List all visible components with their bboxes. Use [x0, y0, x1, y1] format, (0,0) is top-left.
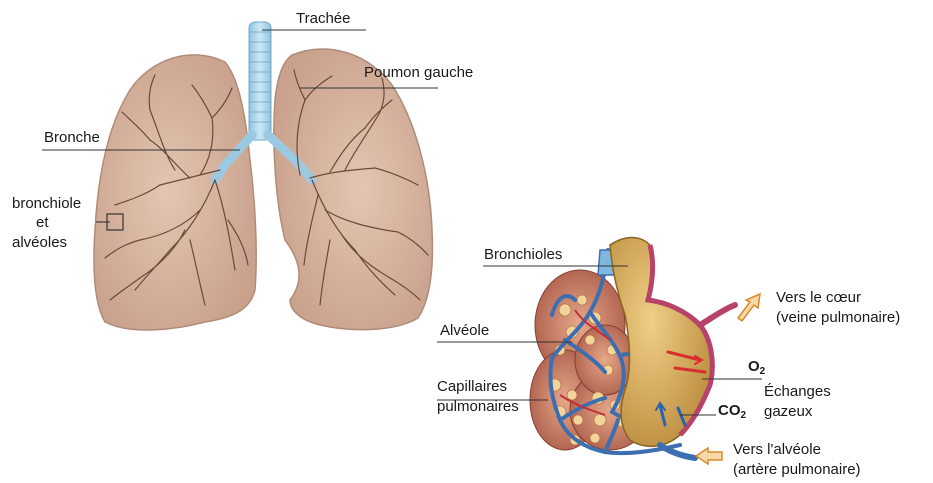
label-bronchiole-line3: alvéoles — [12, 234, 67, 252]
label-co2-sub: 2 — [741, 410, 747, 421]
label-o2-sub: 2 — [760, 366, 766, 377]
label-alveole: Alvéole — [440, 322, 489, 340]
alveolus-diagram — [530, 238, 760, 465]
label-poumon-gauche: Poumon gauche — [364, 64, 473, 82]
right-lung — [94, 55, 256, 330]
label-bronche: Bronche — [44, 129, 100, 147]
label-bronchiole-line2: et — [36, 214, 49, 232]
arrow-to-heart-icon — [738, 294, 760, 321]
label-trachee: Trachée — [296, 10, 350, 28]
label-echanges-line2: gazeux — [764, 403, 812, 421]
label-bronchiole-line1: bronchiole — [12, 195, 81, 213]
label-vers-coeur-line1: Vers le cœur — [776, 289, 861, 307]
label-o2: O2 — [748, 358, 765, 381]
label-co2: CO2 — [718, 402, 746, 425]
label-o2-main: O — [748, 358, 760, 375]
label-bronchioles: Bronchioles — [484, 246, 562, 264]
label-co2-main: CO — [718, 402, 741, 419]
label-vers-alveole-line1: Vers l'alvéole — [733, 441, 821, 459]
label-vers-coeur-line2: (veine pulmonaire) — [776, 309, 900, 327]
label-capillaires-line1: Capillaires — [437, 378, 507, 396]
label-echanges-line1: Échanges — [764, 383, 831, 401]
label-capillaires-line2: pulmonaires — [437, 398, 519, 416]
pulmonary-vein — [700, 305, 735, 325]
left-lung — [274, 49, 433, 329]
arrow-to-alveole-icon — [696, 448, 722, 464]
label-vers-alveole-line2: (artère pulmonaire) — [733, 461, 861, 479]
